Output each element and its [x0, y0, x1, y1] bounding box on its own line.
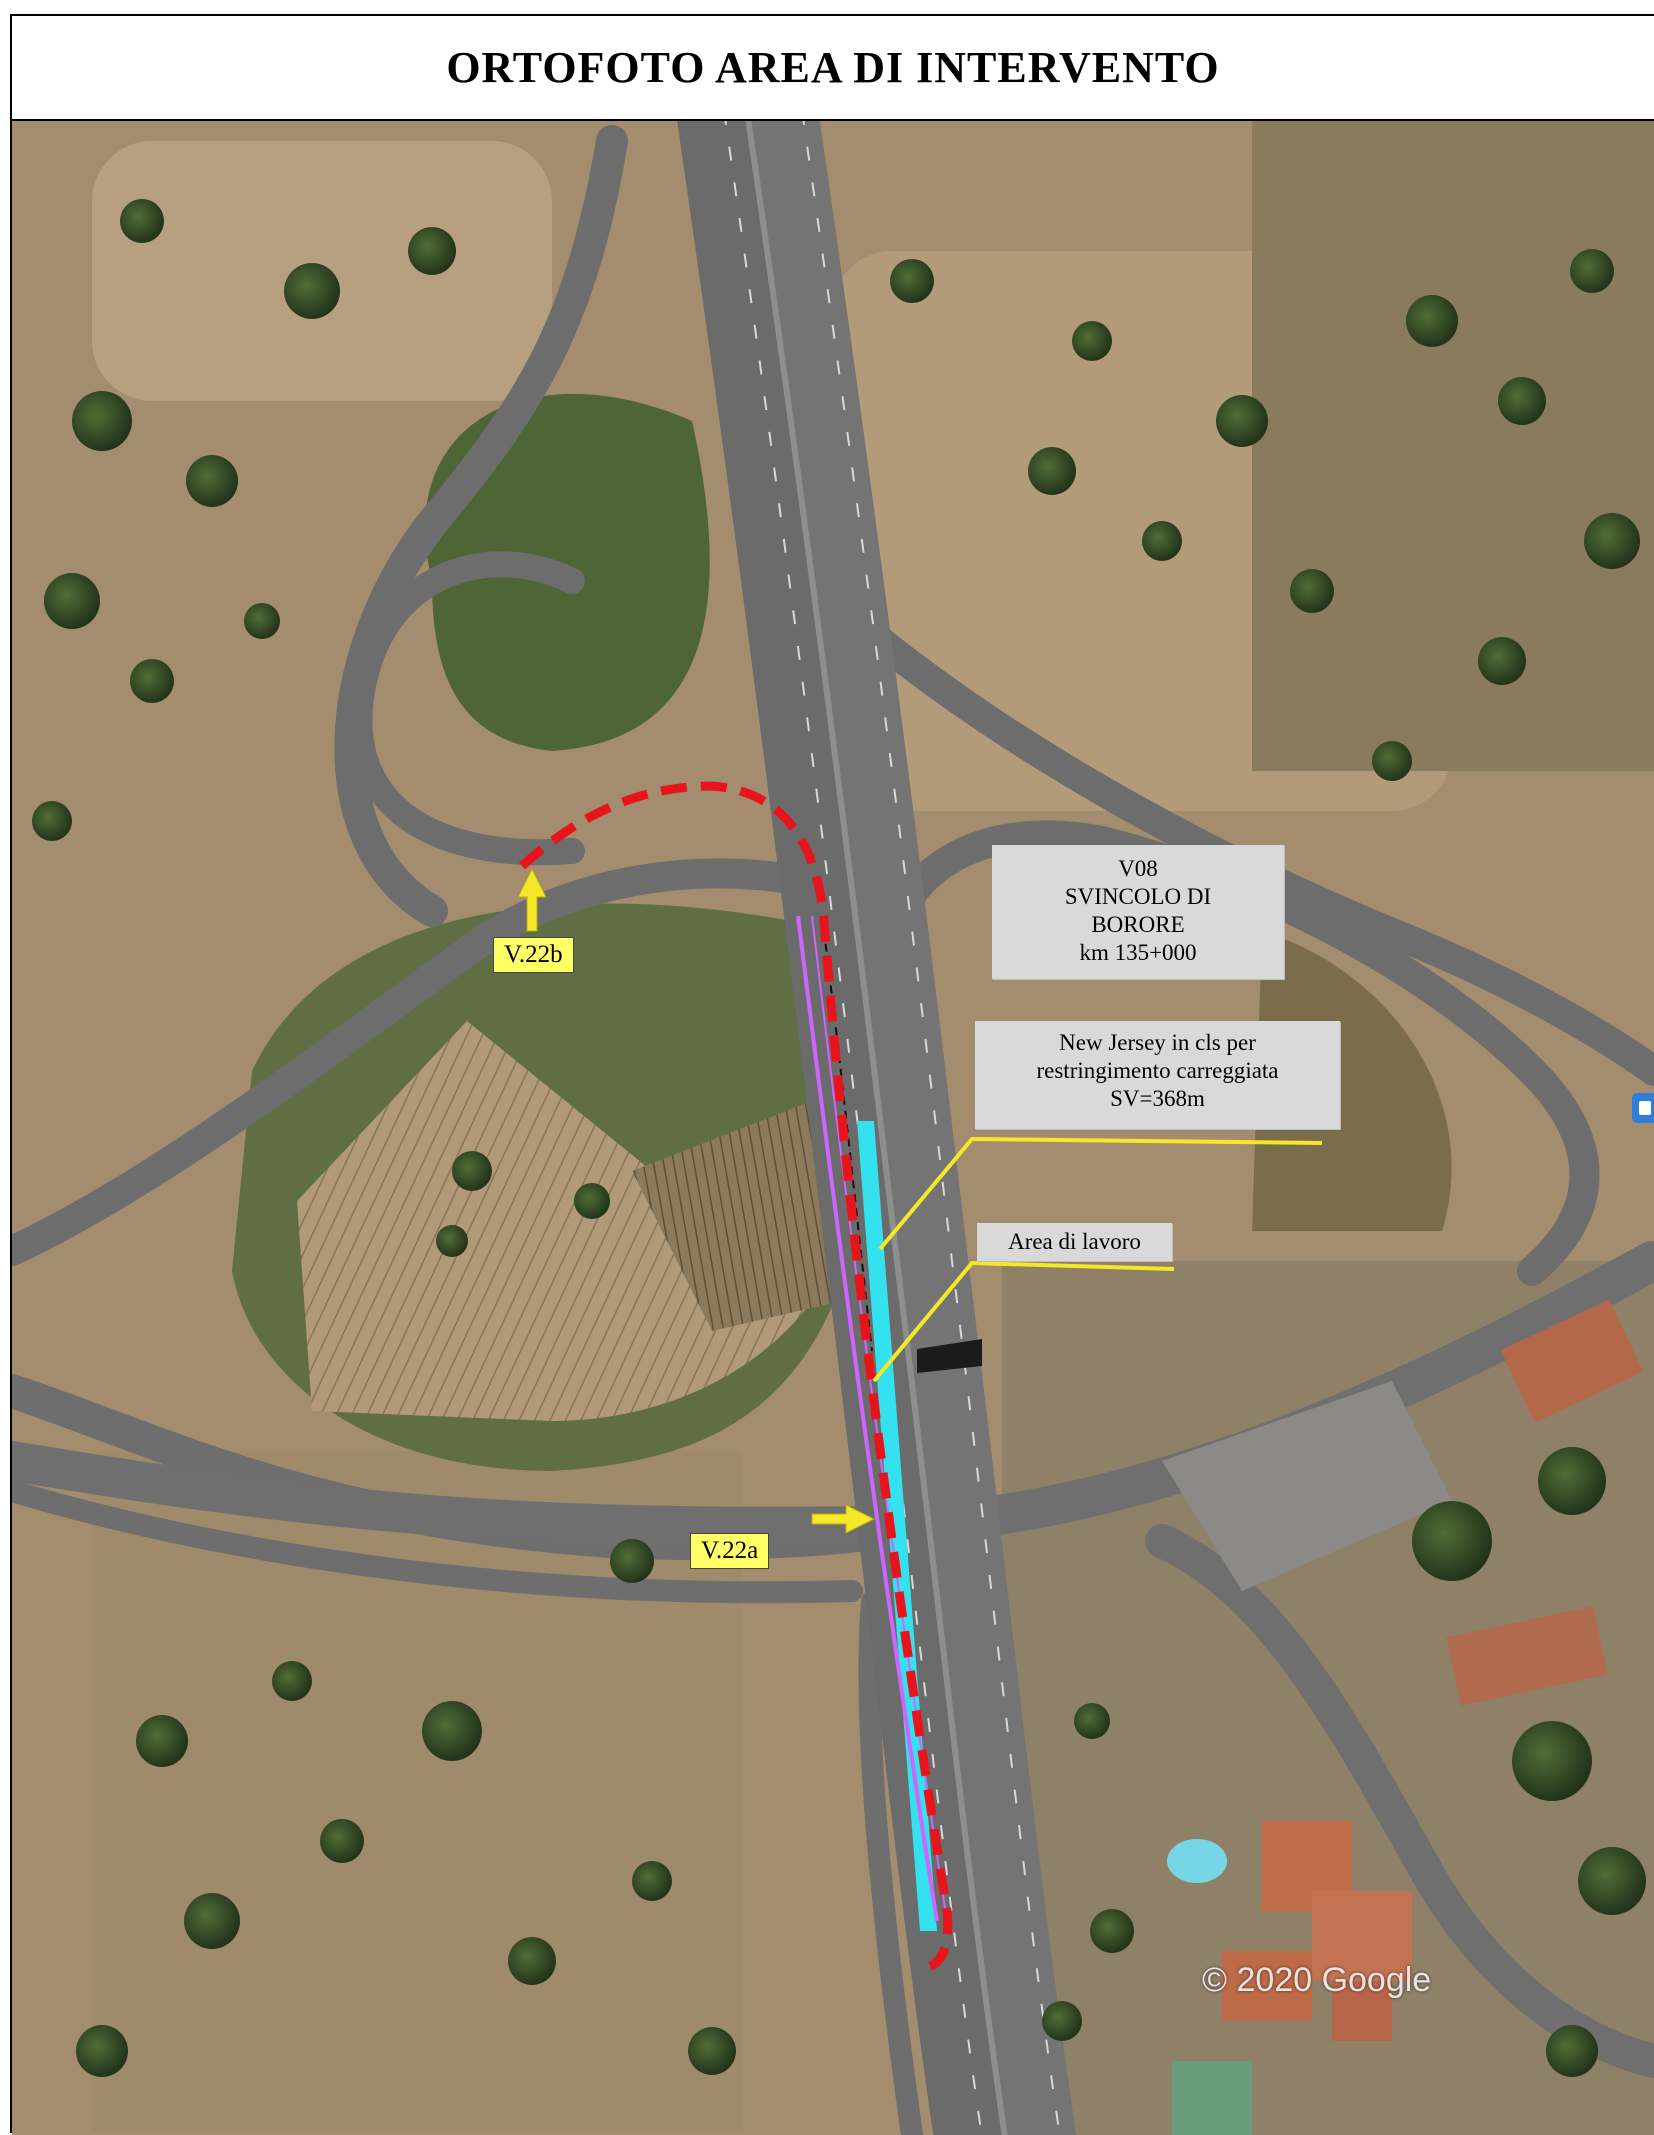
- sign-tag-v22b: V.22b: [493, 937, 574, 973]
- motorway-lane-marking: [724, 121, 983, 2135]
- terrain-northeast-scrub: [1252, 121, 1654, 771]
- overpass-structure: [917, 1339, 982, 1373]
- building-warehouse: [1446, 1606, 1608, 1706]
- callout-interchange-line2: SVINCOLO DI: [1064, 884, 1212, 910]
- arrow-v22b-icon: [517, 867, 547, 932]
- building-farm-north: [1500, 1299, 1644, 1423]
- ramp-west-secant: [12, 858, 817, 1266]
- ramp-east-connector: [817, 586, 1654, 1086]
- callout-new-jersey-line1: New Jersey in cls per: [1059, 1030, 1256, 1055]
- leader-new-jersey: [878, 1136, 1323, 1251]
- building-villa-2: [1312, 1891, 1412, 1981]
- intervention-overlay: [518, 781, 982, 1971]
- ramp-north-loop: [334, 125, 628, 927]
- page-title: ORTOFOTO AREA DI INTERVENTO: [446, 43, 1220, 92]
- trees: [32, 199, 1646, 2077]
- tennis-court: [1172, 2061, 1252, 2135]
- leader-work-area: [872, 1260, 1175, 1383]
- road-west-parallel: [12, 1480, 863, 1604]
- motorway-median: [745, 121, 1008, 2135]
- map-copyright: © 2020 Google: [1202, 1961, 1432, 1999]
- callout-work-area-label: Area di lavoro: [1008, 1229, 1141, 1254]
- motorway-northbound: [747, 121, 1077, 2135]
- field-east-orchard: [1252, 931, 1452, 1231]
- callout-new-jersey: New Jersey in cls per restringimento car…: [975, 1021, 1340, 1129]
- buildings: [1167, 1299, 1644, 2135]
- callout-work-area: Area di lavoro: [977, 1223, 1172, 1261]
- closure-line-red: [518, 781, 953, 1971]
- map-canvas: [12, 121, 1654, 2135]
- map-marker-icon: [1632, 1093, 1654, 1123]
- ramp-west-loop: [346, 551, 585, 866]
- building-villa-4: [1332, 1981, 1392, 2041]
- title-bar: ORTOFOTO AREA DI INTERVENTO: [12, 16, 1654, 121]
- callout-new-jersey-line2: restringimento carreggiata: [1036, 1058, 1279, 1084]
- field-vineyard: [632, 1101, 842, 1331]
- orthophoto-map[interactable]: V08 SVINCOLO DI BORORE km 135+000 New Je…: [12, 121, 1654, 2135]
- building-villa-3: [1222, 1951, 1312, 2021]
- swimming-pool: [1167, 1839, 1227, 1883]
- road-south-service: [858, 1590, 923, 2135]
- road-network: [12, 125, 1654, 2135]
- callout-interchange-line4: km 135+000: [1079, 940, 1197, 966]
- sign-arrows: [517, 867, 876, 1534]
- road-east-local: [1145, 1524, 1654, 2078]
- callout-interchange-line3: BORORE: [1091, 912, 1185, 938]
- motorway-lane-marking-2: [802, 121, 1061, 2135]
- callout-interchange: V08 SVINCOLO DI BORORE km 135+000: [992, 845, 1284, 979]
- field-striped-triangle: [297, 1021, 812, 1421]
- sign-tag-v22a: V.22a: [690, 1533, 770, 1569]
- leader-lines: [872, 1136, 1323, 1383]
- parking-area: [1162, 1381, 1452, 1591]
- barrier-new-jersey: [796, 915, 939, 1922]
- ramp-east-loop: [867, 820, 1600, 1286]
- drawing-sheet: ORTOFOTO AREA DI INTERVENTO: [10, 14, 1654, 2135]
- arrow-v22a-icon: [811, 1504, 876, 1534]
- callout-interchange-line1: V08: [1118, 856, 1158, 881]
- callout-new-jersey-line3: SV=368m: [1110, 1086, 1205, 1112]
